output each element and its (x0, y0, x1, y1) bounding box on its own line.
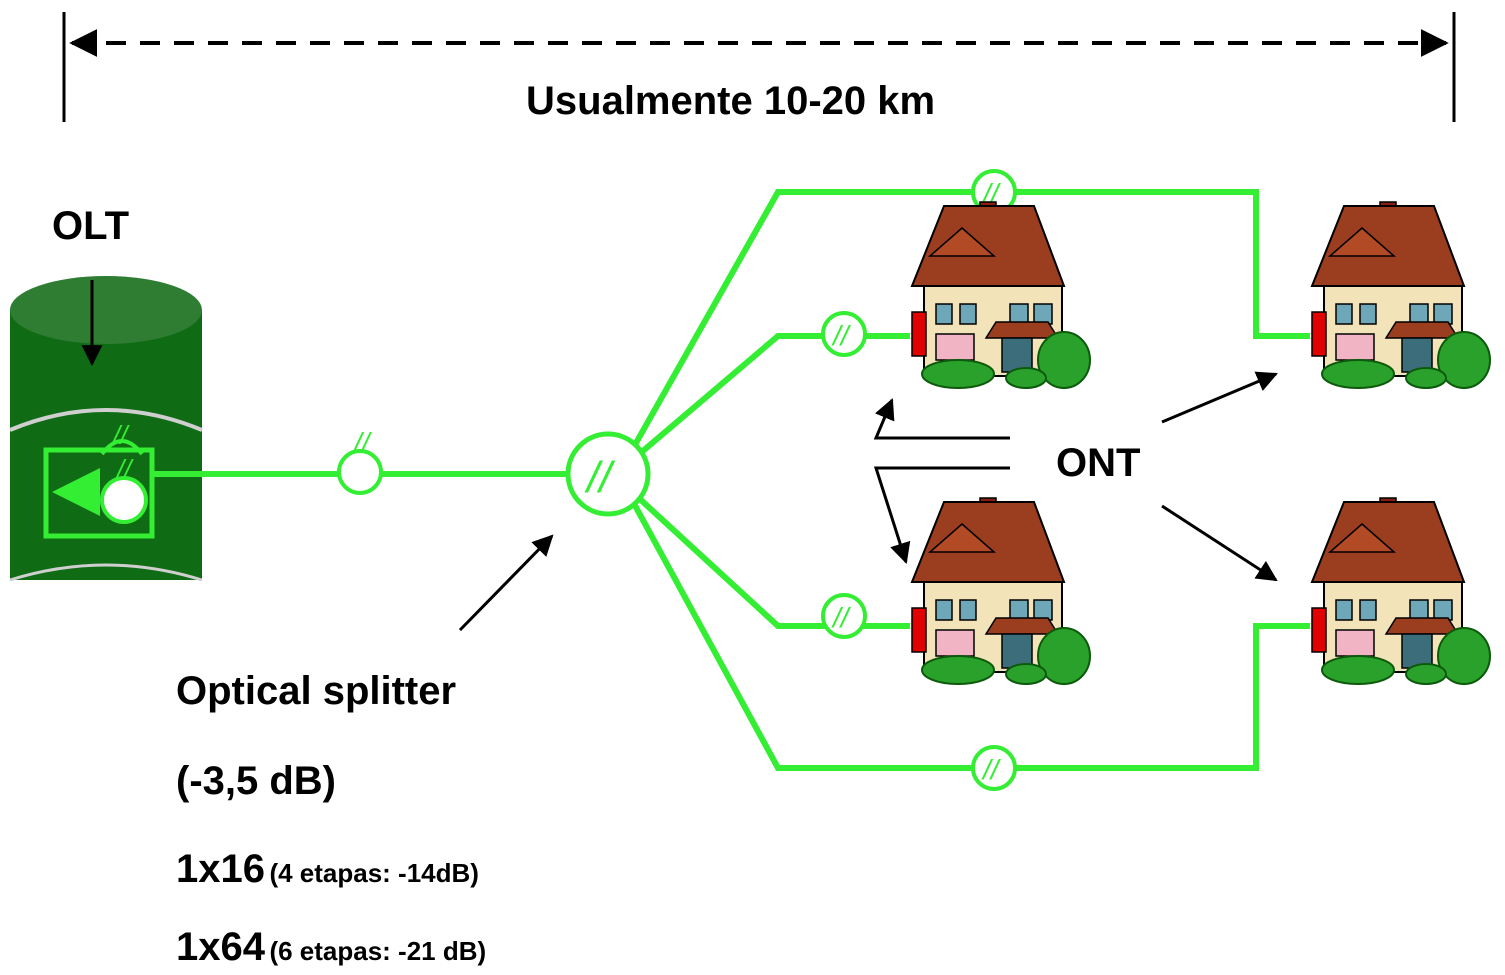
olt-transceiver: // // (43, 420, 155, 539)
house-icon (1311, 201, 1491, 389)
svg-text://: // (981, 754, 1002, 785)
splitter-loss: (-3,5 dB) (176, 759, 336, 803)
house-icon (911, 201, 1091, 389)
feeder-connector: // (337, 427, 383, 495)
svg-text://: // (584, 453, 615, 502)
distance-label: Usualmente 10-20 km (526, 79, 936, 123)
splitter-config-1x16: 1x16 (4 etapas: -14dB) (176, 846, 479, 892)
branch-connector-4: // (971, 745, 1017, 791)
optical-splitter: // (565, 431, 651, 517)
splitter-config-1x64: 1x64 (6 etapas: -21 dB) (176, 924, 486, 970)
splitter-pointer-arrow (458, 534, 554, 632)
svg-text://: // (831, 320, 852, 351)
ont-arrows (873, 371, 1278, 582)
svg-text://: // (352, 427, 373, 458)
olt-label: OLT (52, 204, 130, 248)
splitter-label: Optical splitter (176, 669, 457, 713)
house-icon (1311, 497, 1491, 685)
ont-label: ONT (1056, 441, 1141, 485)
splitter-ratio: 1x16 (176, 847, 265, 891)
house-icon (911, 497, 1091, 685)
svg-text://: // (111, 420, 130, 450)
splitter-ratio: 1x64 (176, 925, 265, 969)
svg-text://: // (115, 454, 134, 484)
branch-connector-3: // (821, 593, 867, 639)
branch-connector-2: // (821, 311, 867, 357)
splitter-detail: (6 etapas: -21 dB) (269, 936, 487, 966)
svg-text://: // (831, 602, 852, 633)
splitter-detail: (4 etapas: -14dB) (269, 858, 479, 888)
